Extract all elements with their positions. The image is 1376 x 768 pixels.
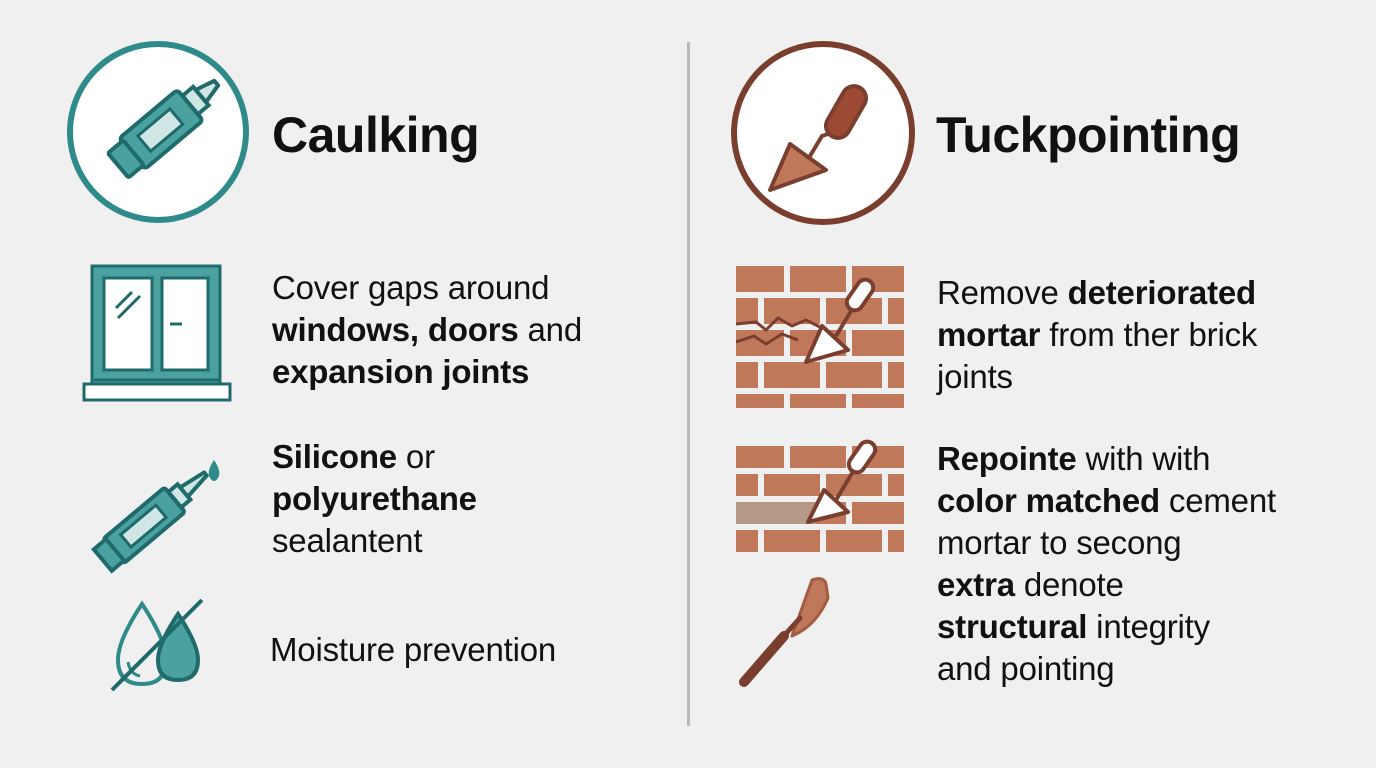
item-text-line: joints	[937, 358, 1013, 395]
window-icon	[82, 264, 232, 404]
no-moisture-icon	[106, 596, 210, 694]
item-text-line: integrity	[1087, 608, 1210, 645]
item-text-line: Remove	[937, 274, 1068, 311]
item-text-bold: polyurethane	[272, 480, 477, 517]
item-text-line: with with	[1076, 440, 1211, 477]
item-text-line: denote	[1014, 566, 1124, 603]
pointing-trowel-icon	[736, 574, 856, 694]
item-text-bold: deteriorated	[1067, 274, 1257, 311]
item-text-line: mortar to secong	[937, 524, 1182, 561]
item-text-bold: windows, doors	[272, 311, 519, 348]
cracked-brick-wall-icon	[736, 266, 906, 408]
caulking-item-sealant: Silicone or polyurethane sealantent	[272, 436, 477, 562]
item-text-bold: extra	[937, 566, 1015, 603]
caulking-item-gaps: Cover gaps around windows, doors and exp…	[272, 267, 582, 393]
caulk-tube-icon	[66, 40, 250, 224]
tuckpointing-item-repoint: Repointe with with color matched cement …	[937, 438, 1276, 690]
brick-wall-trowel-icon	[736, 436, 906, 556]
tuckpointing-title: Tuckpointing	[936, 107, 1241, 163]
item-text-line: and pointing	[937, 650, 1115, 687]
trowel-icon	[730, 40, 916, 226]
item-text-bold: mortar	[937, 316, 1041, 353]
caulking-item-moisture: Moisture prevention	[270, 629, 556, 671]
item-text-line: sealantent	[272, 522, 423, 559]
column-divider	[687, 42, 690, 726]
item-text-line: or	[396, 438, 435, 475]
item-text-line: and	[518, 311, 583, 348]
item-text-bold: Silicone	[272, 438, 397, 475]
sealant-tube-icon	[80, 440, 230, 580]
item-text-line: Moisture prevention	[270, 631, 557, 668]
item-text-line: from ther brick	[1040, 316, 1258, 353]
item-text-bold: structural	[937, 608, 1088, 645]
item-text-line: Cover gaps around	[272, 269, 550, 306]
item-text-bold: Repointe	[937, 440, 1077, 477]
item-text-bold: expansion joints	[272, 353, 530, 390]
item-text-line: cement	[1159, 482, 1276, 519]
tuckpointing-item-remove: Remove deteriorated mortar from ther bri…	[937, 272, 1257, 398]
item-text-bold: color matched	[937, 482, 1160, 519]
caulking-title: Caulking	[272, 107, 480, 163]
